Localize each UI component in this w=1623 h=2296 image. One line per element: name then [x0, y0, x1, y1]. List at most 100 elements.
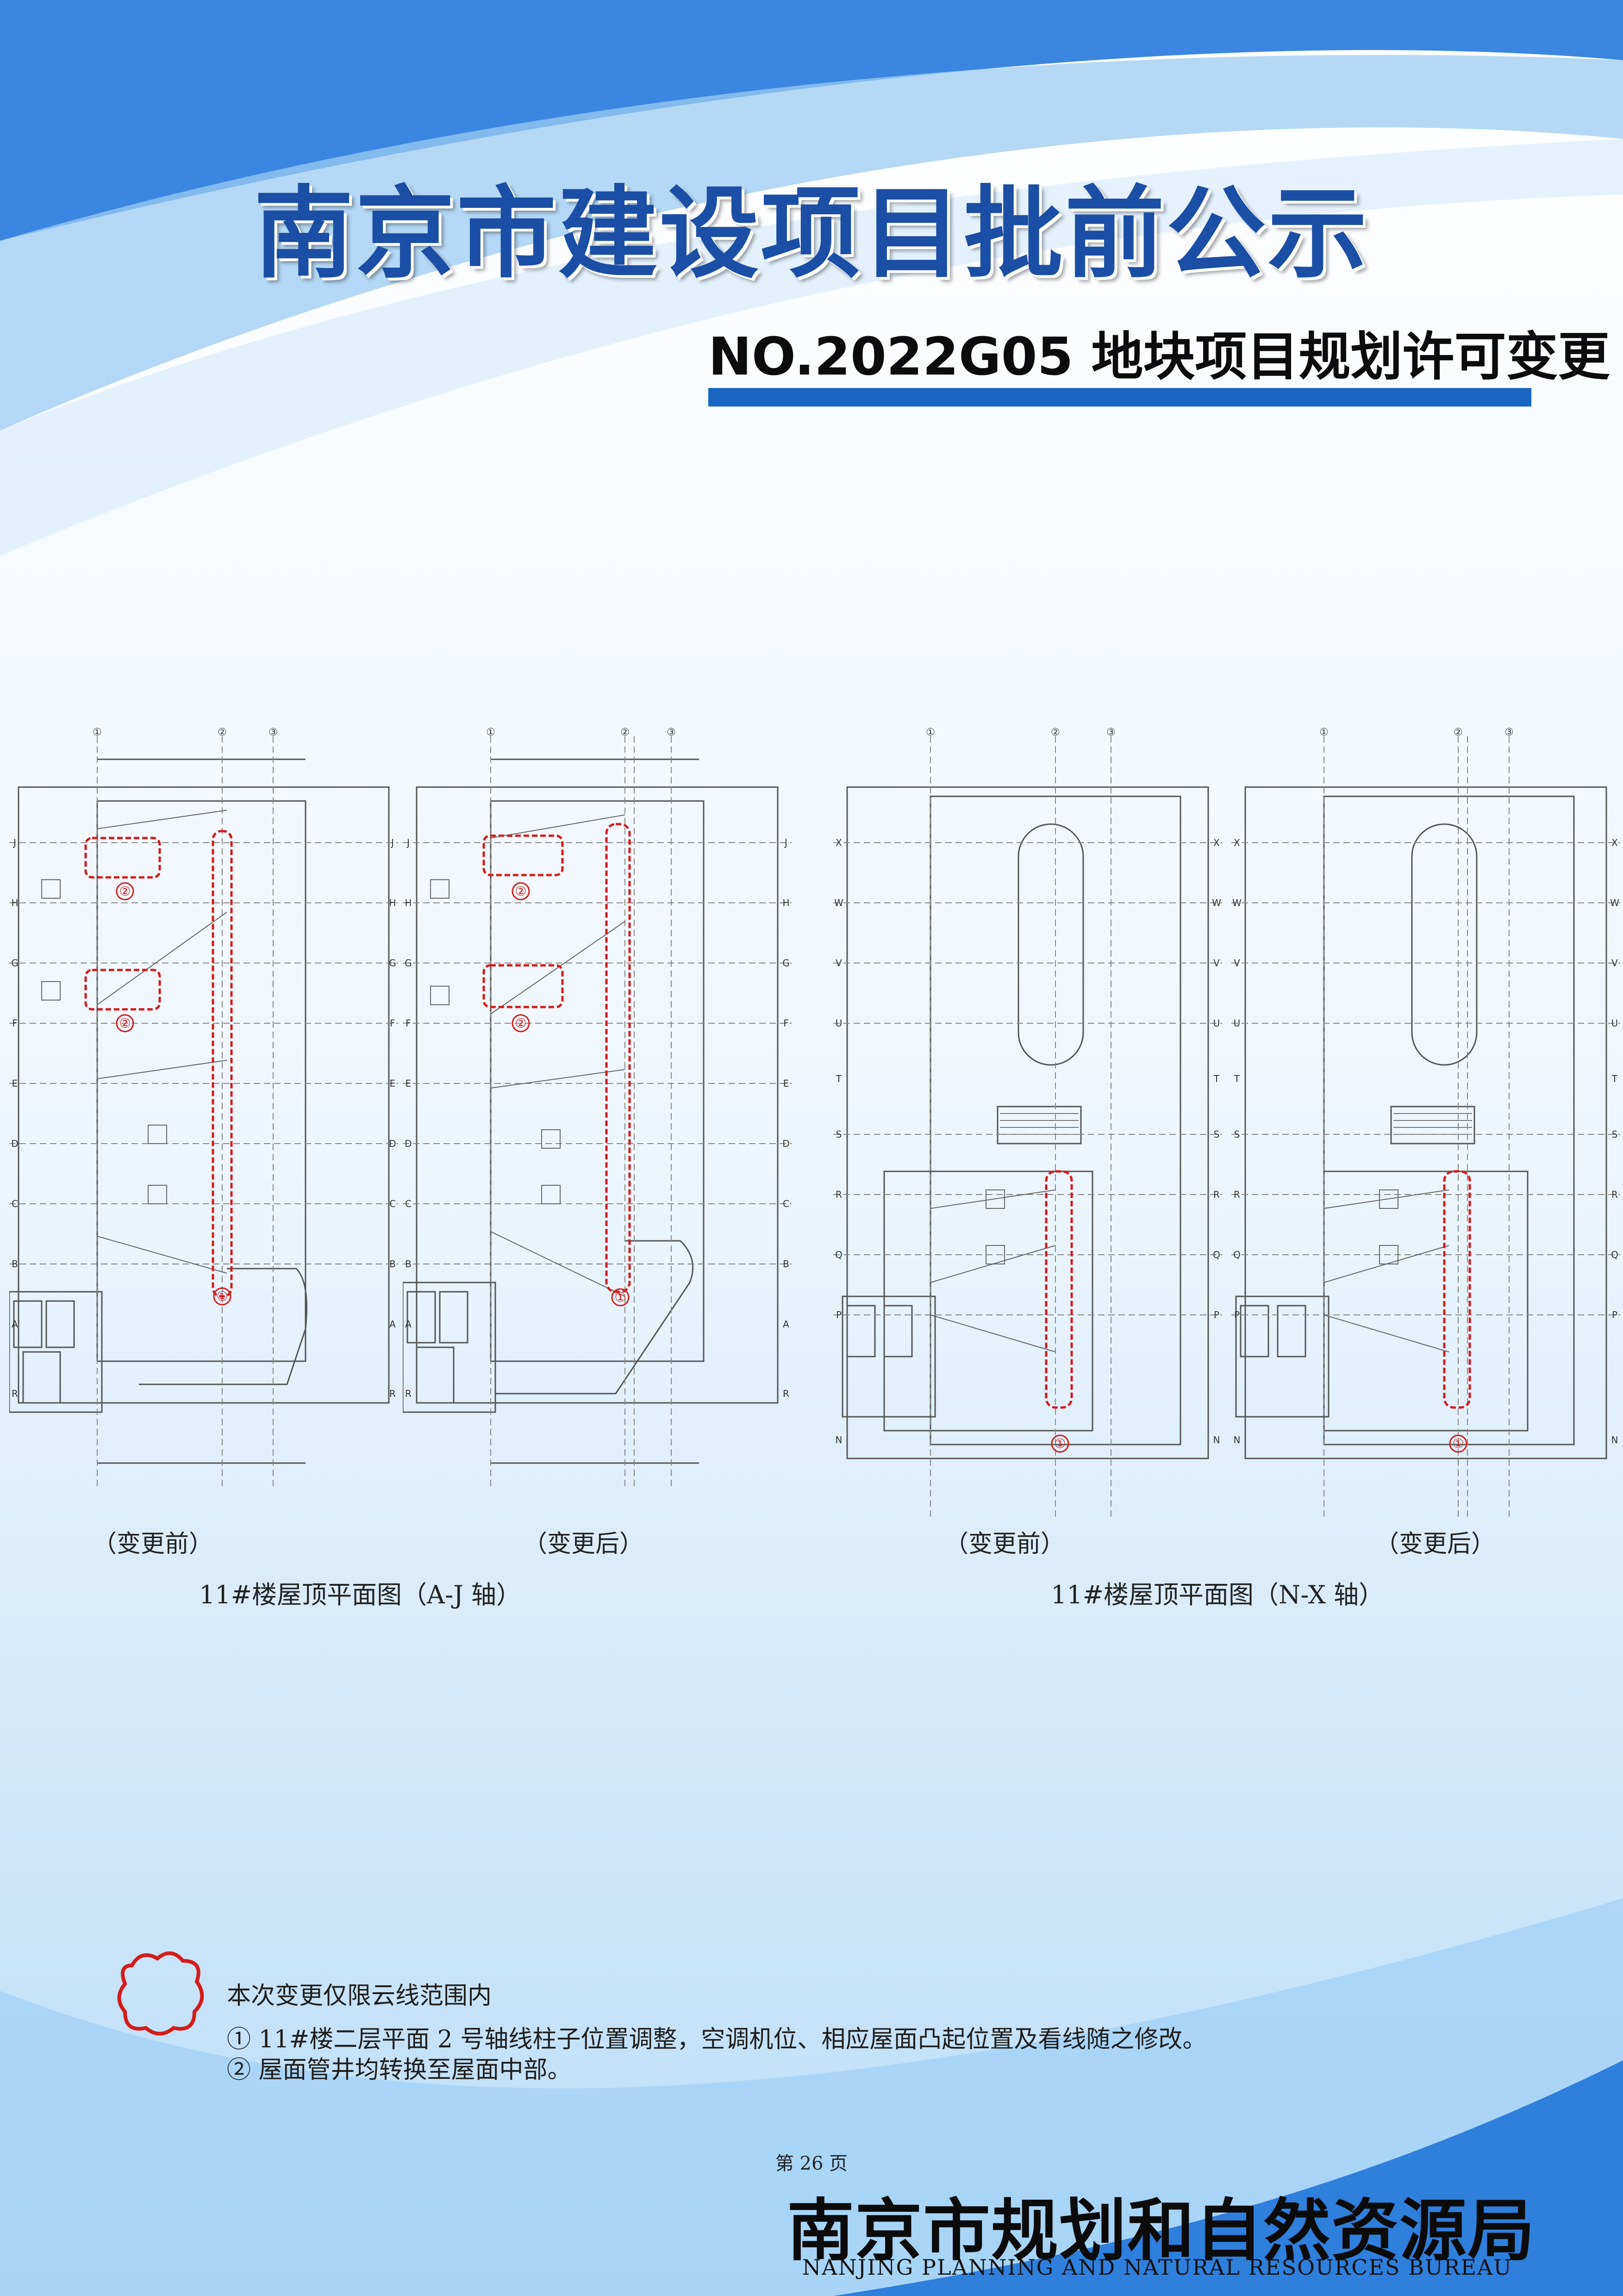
subtitle-underline — [708, 388, 1531, 407]
axis-label-top: ② — [218, 727, 227, 738]
axis-label-top: ③ — [667, 727, 676, 738]
axis-label-right: E — [390, 1078, 396, 1089]
axis-label-right: A — [783, 1319, 789, 1330]
axis-label-left: X — [836, 837, 842, 848]
axis-label-left: A — [12, 1319, 18, 1330]
axis-label-left: G — [405, 957, 412, 969]
axis-label-right: R — [783, 1388, 789, 1399]
axis-label-right: C — [783, 1198, 789, 1209]
axis-label-top: ③ — [1106, 727, 1116, 738]
axis-label-right: C — [389, 1198, 396, 1209]
axis-label-top: ① — [486, 727, 495, 738]
axis-label-left: B — [405, 1258, 412, 1270]
axis-label-left: W — [834, 897, 843, 908]
axis-label-top: ① — [926, 727, 935, 738]
axis-label-left: V — [836, 957, 842, 969]
caption-nx-after: （变更后） — [1374, 1530, 1495, 1558]
axis-label-left: J — [12, 837, 16, 848]
change-marker: ① — [1054, 1436, 1066, 1451]
axis-label-top: ② — [1051, 727, 1060, 738]
axis-label-right: D — [782, 1138, 789, 1149]
axis-label-right: V — [1611, 957, 1618, 969]
axis-label-right: W — [1610, 897, 1619, 908]
axis-label-left: E — [12, 1078, 18, 1089]
revision-cloud-icon — [117, 1951, 204, 2036]
axis-label-right: J — [784, 837, 787, 848]
project-subtitle: NO.2022G05 地块项目规划许可变更 — [708, 327, 1610, 387]
axis-label-right: P — [1612, 1309, 1617, 1320]
axis-label-left: U — [1234, 1018, 1241, 1029]
axis-label-top: ② — [620, 727, 630, 738]
change-marker: ② — [119, 884, 131, 899]
axis-label-left: T — [1234, 1073, 1240, 1084]
axis-label-left: J — [406, 837, 410, 848]
axis-label-left: Q — [1233, 1249, 1241, 1260]
axis-label-left: Q — [835, 1249, 843, 1260]
axis-label-top: ③ — [268, 727, 278, 738]
axis-label-right: N — [1213, 1434, 1220, 1445]
change-marker: ① — [216, 1289, 228, 1304]
axis-label-right: S — [1612, 1129, 1618, 1140]
caption-aj-title: 11#楼屋顶平面图（A-J 轴） — [199, 1580, 522, 1609]
axis-label-right: R — [1611, 1189, 1618, 1200]
axis-label-right: B — [783, 1258, 789, 1270]
axis-label-right: R — [389, 1388, 396, 1399]
axis-label-left: S — [1234, 1129, 1240, 1140]
axis-label-left: H — [405, 897, 412, 908]
axis-label-left: N — [1234, 1434, 1241, 1445]
axis-label-left: D — [11, 1138, 18, 1149]
axis-label-left: G — [11, 957, 19, 969]
axis-label-left: D — [405, 1138, 412, 1149]
axis-label-left: F — [12, 1018, 18, 1029]
axis-label-left: C — [12, 1198, 18, 1209]
axis-label-left: U — [836, 1018, 843, 1029]
axis-label-right: X — [1611, 837, 1618, 848]
axis-label-right: V — [1213, 957, 1220, 969]
axis-label-left: C — [405, 1198, 412, 1209]
axis-label-right: S — [1214, 1129, 1220, 1140]
axis-label-left: X — [1234, 837, 1240, 848]
change-marker: ② — [515, 1016, 526, 1031]
axis-label-right: P — [1214, 1309, 1219, 1320]
axis-label-left: R — [836, 1189, 842, 1200]
axis-label-left: V — [1234, 957, 1240, 969]
axis-label-left: T — [836, 1073, 842, 1084]
axis-label-right: W — [1212, 897, 1221, 908]
axis-label-right: G — [389, 957, 396, 969]
axis-label-right: A — [389, 1319, 396, 1330]
change-marker: ① — [1452, 1436, 1464, 1451]
axis-label-left: R — [405, 1388, 412, 1399]
axis-label-right: F — [390, 1018, 395, 1029]
caption-nx-title: 11#楼屋顶平面图（N-X 轴） — [1051, 1580, 1384, 1609]
axis-label-right: B — [389, 1258, 396, 1270]
axis-label-top: ② — [1454, 727, 1463, 738]
axis-label-right: X — [1213, 837, 1220, 848]
change-item-1: ① 11#楼二层平面 2 号轴线柱子位置调整，空调机位、相应屋面凸起位置及看线随… — [227, 2026, 1207, 2053]
axis-label-right: F — [783, 1018, 789, 1029]
axis-label-top: ① — [1319, 727, 1329, 738]
axis-label-right: Q — [1611, 1249, 1618, 1260]
axis-label-right: U — [1611, 1018, 1618, 1029]
axis-label-right: R — [1213, 1189, 1220, 1200]
axis-label-right: Q — [1213, 1249, 1220, 1260]
caption-nx-before: （变更前） — [944, 1530, 1065, 1558]
axis-label-left: N — [836, 1434, 843, 1445]
change-marker: ② — [119, 1016, 131, 1031]
axis-label-left: H — [11, 897, 18, 908]
axis-label-left: S — [836, 1129, 842, 1140]
axis-label-right: T — [1611, 1073, 1618, 1084]
axis-label-left: P — [1234, 1309, 1240, 1320]
axis-label-right: N — [1611, 1434, 1618, 1445]
change-marker: ② — [515, 884, 526, 899]
axis-label-right: H — [782, 897, 789, 908]
axis-label-right: D — [389, 1138, 396, 1149]
axis-label-left: A — [405, 1319, 412, 1330]
caption-aj-before: （变更前） — [92, 1530, 213, 1558]
bureau-name-cn: 南京市规划和自然资源局 — [787, 2191, 1536, 2270]
axis-label-left: F — [406, 1018, 411, 1029]
